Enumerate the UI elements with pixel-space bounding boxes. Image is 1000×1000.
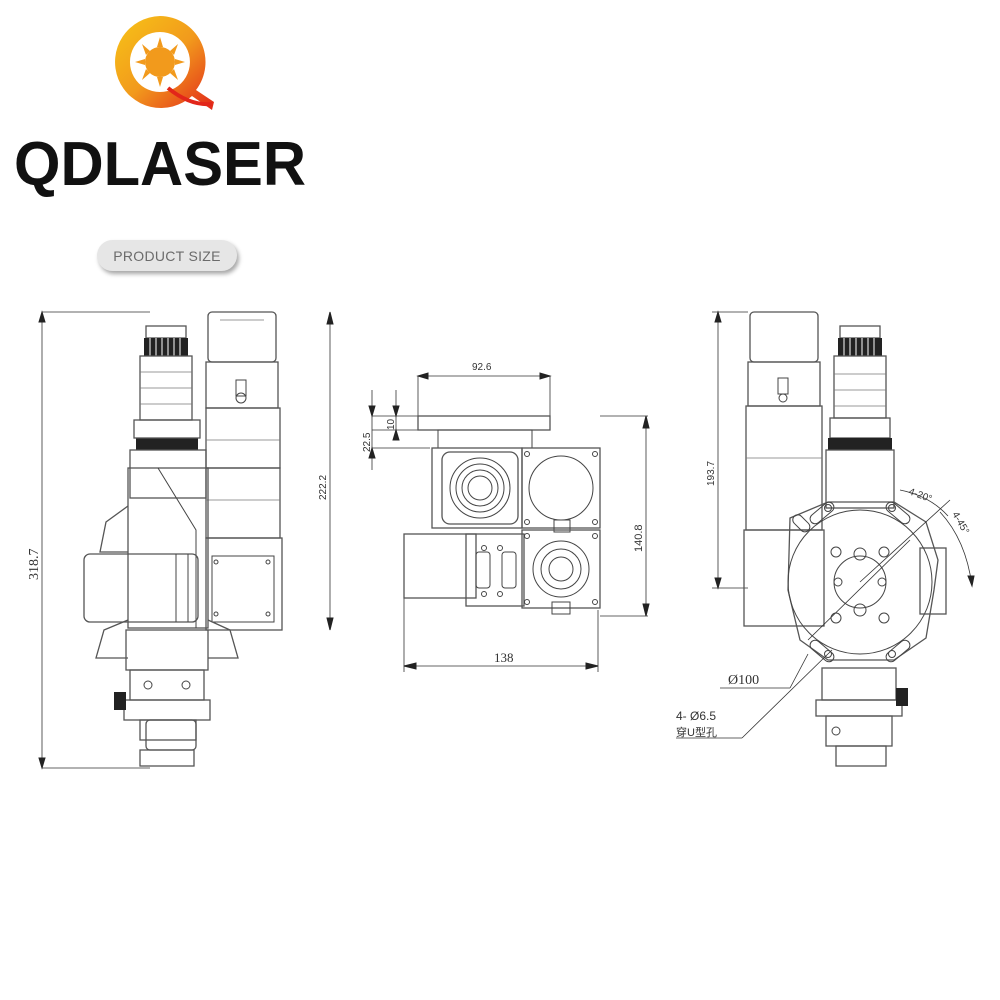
dim-slot-angle-2: 4-45° bbox=[949, 510, 971, 536]
side-view: 193.7 bbox=[676, 310, 975, 767]
dim-offset-b: 10 bbox=[386, 418, 397, 430]
brand-wordmark: QDLASER bbox=[14, 130, 306, 198]
dim-hole-note: 穿U型孔 bbox=[676, 725, 717, 739]
qdlaser-logo-icon bbox=[115, 16, 214, 110]
dim-flange-width: 92.6 bbox=[472, 362, 492, 373]
dim-hole-spec: 4- Ø6.5 bbox=[676, 709, 716, 723]
product-size-badge: PRODUCT SIZE bbox=[97, 240, 237, 271]
dim-top-depth: 140.8 bbox=[633, 524, 645, 552]
dim-top-width: 138 bbox=[494, 650, 514, 665]
top-view: 92.6 22.5 10 140.8 138 bbox=[362, 362, 650, 672]
dim-overall-height: 318.7 bbox=[27, 549, 42, 581]
technical-drawing: 318.7 222.2 bbox=[27, 310, 975, 770]
dim-side-height: 193.7 bbox=[706, 461, 717, 486]
brand-name: QDLASER bbox=[14, 130, 306, 198]
dim-slot-angle-1: 4-20° bbox=[907, 486, 933, 505]
dim-offset-a: 22.5 bbox=[362, 432, 373, 452]
dim-upper-height: 222.2 bbox=[318, 475, 329, 500]
dim-bolt-circle: Ø100 bbox=[728, 673, 759, 688]
product-size-label: PRODUCT SIZE bbox=[113, 247, 221, 264]
front-view: 318.7 222.2 bbox=[27, 310, 334, 770]
